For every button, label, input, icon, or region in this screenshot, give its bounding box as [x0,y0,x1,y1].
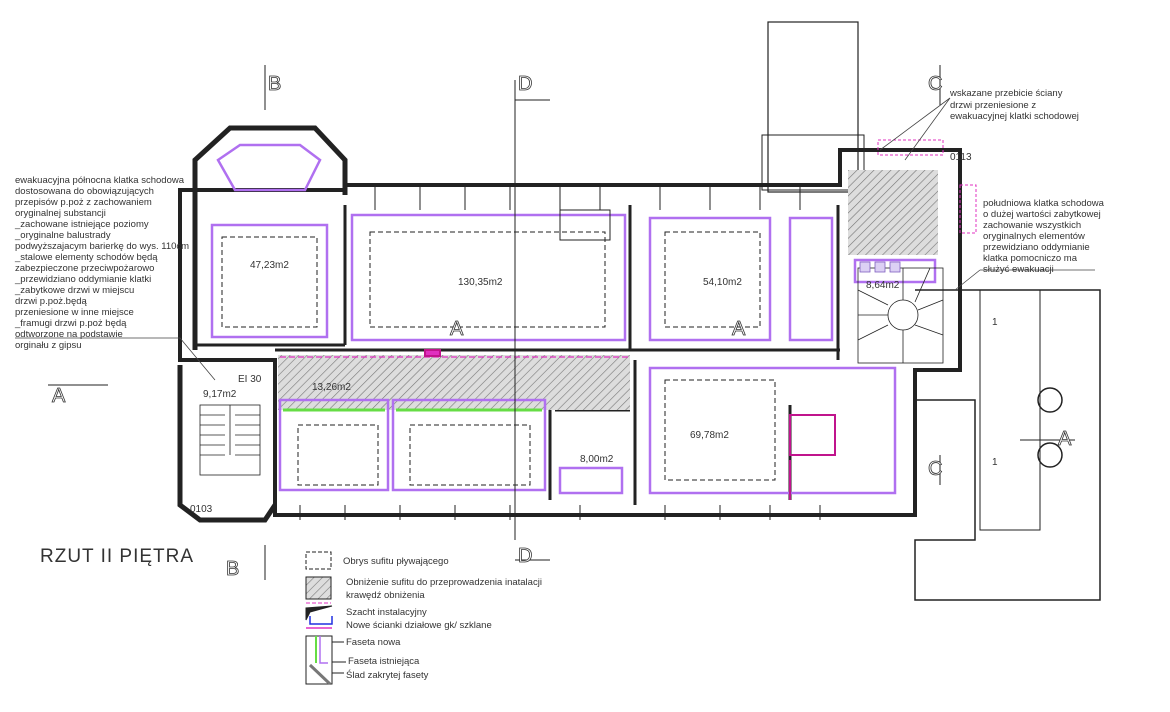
room-area-5: 9,17m2 [203,389,237,400]
section-b-top: B [268,73,281,95]
section-d-top: D [518,73,532,95]
note-north-stair: ewakuacyjna północna klatka schodowa dos… [15,175,190,351]
room-number-0113: 0113 [950,152,972,163]
section-a-right: A [1058,428,1072,450]
room-area-1: 47,23m2 [250,260,289,271]
room-area-7: 69,78m2 [690,430,729,441]
section-a-mid2: A [732,318,746,340]
note-south-stair: południowa klatka schodowa o dużej warto… [983,198,1104,275]
section-d-bottom: D [518,545,532,567]
legend-lowering-edge: krawędź obniżenia [346,590,425,601]
right-annex [914,289,1101,601]
top-annex [761,21,865,193]
note-moved-door: drzwi przeniesione z ewakuacyjnej klatki… [950,100,1079,122]
section-lines [48,65,1075,580]
legend-new-facet: Faseta nowa [346,637,401,648]
room-area-4: 8,64m2 [866,280,900,291]
windows [299,185,821,520]
section-b-bottom: B [226,558,239,580]
legend-shaft: Szacht instalacyjny [346,607,427,618]
legend-covered-facet: Ślad zakrytej fasety [346,670,429,681]
legend-floating-ceiling: Obrys sufitu pływającego [343,556,449,567]
lowered-ceiling-stair [848,170,938,255]
floating-ceiling-outlines [221,209,776,486]
stairs-north [199,404,261,476]
existing-facets [210,143,937,495]
room-area-3: 54,10m2 [703,277,742,288]
room-area-2: 130,35m2 [458,277,503,288]
annex-label-1: 1 [992,317,998,328]
main-walls [177,125,962,523]
installation-shafts [424,349,836,500]
section-a-mid1: A [450,318,464,340]
note-leaders [15,97,1095,381]
legend-symbols [305,551,346,686]
page-title: RZUT II PIĘTRA [40,546,195,567]
annex-label-2: 1 [992,457,998,468]
legend-existing-facet: Faseta istniejąca [348,656,420,667]
section-c-bottom: C [928,458,942,480]
note-wall-opening: wskazane przebicie ściany [950,88,1063,99]
section-a-left: A [52,385,66,407]
stairs-south [857,261,944,364]
room-number-0103: 0103 [190,504,213,515]
legend-lowered-ceiling: Obniżenie sufitu do przeprowadzenia inat… [346,577,542,588]
fire-rating-tag: EI 30 [238,374,262,385]
room-area-8: 8,00m2 [580,454,614,465]
room-area-6: 13,26m2 [312,382,351,393]
legend-partitions: Nowe ścianki działowe gk/ szklane [346,620,492,631]
section-c-top: C [928,73,942,95]
